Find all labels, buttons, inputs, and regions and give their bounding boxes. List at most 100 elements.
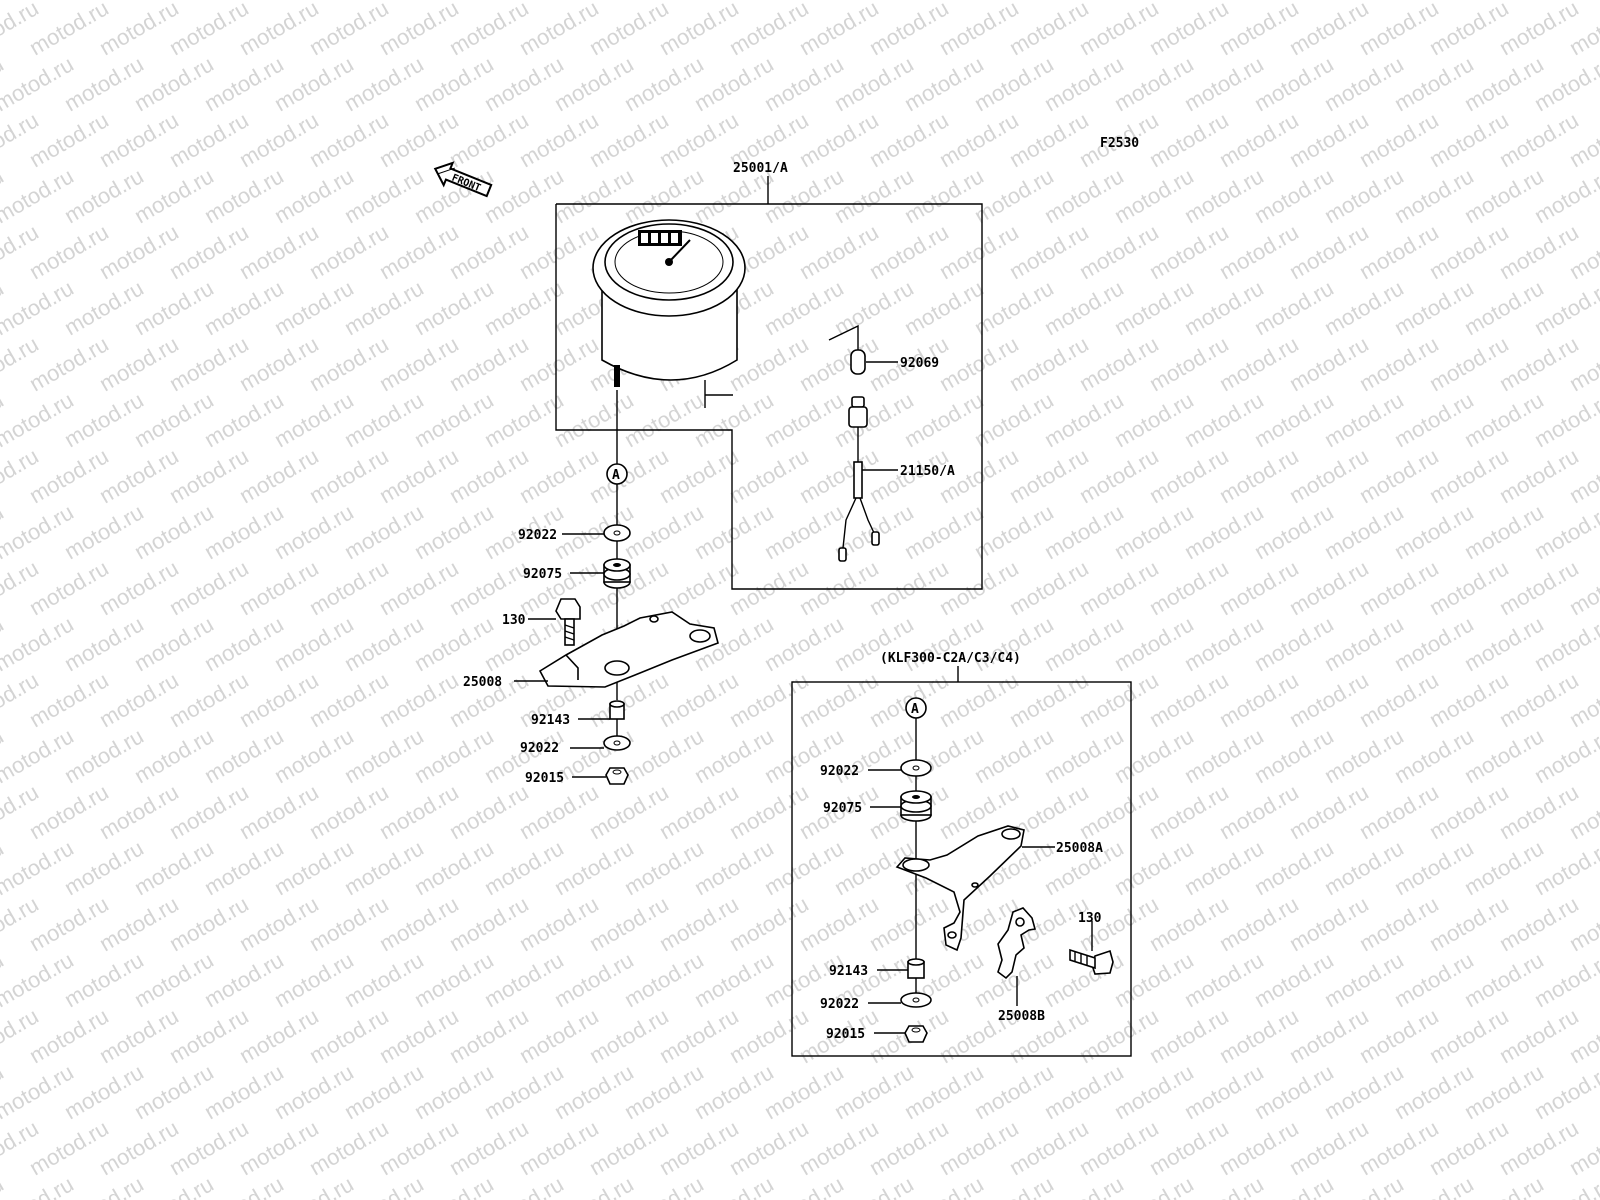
watermark-text: motod.ru <box>1285 667 1373 732</box>
watermark-text: motod.ru <box>60 163 148 228</box>
watermark-text: motod.ru <box>1180 499 1268 564</box>
variant-assembly-frame <box>791 681 1132 1057</box>
watermark-text: motod.ru <box>375 1003 463 1068</box>
watermark-text: motod.ru <box>200 947 288 1012</box>
main-assembly-frame <box>555 203 983 590</box>
watermark-text: motod.ru <box>795 667 883 732</box>
watermark-text: motod.ru <box>1145 891 1233 956</box>
watermark-text: motod.ru <box>655 891 743 956</box>
watermark-text: motod.ru <box>95 331 183 396</box>
watermark-text: motod.ru <box>690 499 778 564</box>
watermark-text: motod.ru <box>340 947 428 1012</box>
watermark-text: motod.ru <box>235 1003 323 1068</box>
watermark-text: motod.ru <box>305 891 393 956</box>
watermark-text: motod.ru <box>1285 107 1373 172</box>
bracket-icon <box>538 611 719 688</box>
watermark-text: motod.ru <box>130 611 218 676</box>
watermark-text: motod.ru <box>760 275 848 340</box>
watermark-text: motod.ru <box>25 107 113 172</box>
watermark-text: motod.ru <box>655 443 743 508</box>
variant-label-bolt: 130 <box>1078 911 1102 926</box>
watermark-text: motod.ru <box>585 1115 673 1180</box>
watermark-text: motod.ru <box>95 219 183 284</box>
watermark-text: motod.ru <box>200 835 288 900</box>
watermark-text: motod.ru <box>690 387 778 452</box>
watermark-text: motod.ru <box>1355 219 1443 284</box>
watermark-text: motod.ru <box>1005 1115 1093 1180</box>
watermark-text: motod.ru <box>1320 947 1408 1012</box>
watermark-text: motod.ru <box>725 667 813 732</box>
watermark-text: motod.ru <box>970 387 1058 452</box>
watermark-text: motod.ru <box>970 611 1058 676</box>
watermark-text: motod.ru <box>1495 1115 1583 1180</box>
watermark-text: motod.ru <box>1355 331 1443 396</box>
watermark-text: motod.ru <box>1250 275 1338 340</box>
watermark-text: motod.ru <box>1110 611 1198 676</box>
watermark-text: motod.ru <box>480 51 568 116</box>
watermark-text: motod.ru <box>165 555 253 620</box>
watermark-text: motod.ru <box>305 107 393 172</box>
watermark-text: motod.ru <box>1075 1003 1163 1068</box>
watermark-text: motod.ru <box>25 891 113 956</box>
watermark-text: motod.ru <box>1215 555 1303 620</box>
watermark-text: motod.ru <box>445 443 533 508</box>
watermark-text: motod.ru <box>480 163 568 228</box>
watermark-text: motod.ru <box>445 107 533 172</box>
watermark-text: motod.ru <box>235 0 323 60</box>
washer-icon <box>603 524 631 542</box>
watermark-text: motod.ru <box>165 667 253 732</box>
watermark-text: motod.ru <box>1110 387 1198 452</box>
watermark-text: motod.ru <box>1110 723 1198 788</box>
watermark-text: motod.ru <box>1355 107 1443 172</box>
watermark-text: motod.ru <box>1425 555 1513 620</box>
watermark-text: motod.ru <box>1075 1115 1163 1180</box>
watermark-text: motod.ru <box>725 443 813 508</box>
watermark-text: motod.ru <box>1180 611 1268 676</box>
watermark-text: motod.ru <box>515 0 603 60</box>
watermark-text: motod.ru <box>340 611 428 676</box>
watermark-text: motod.ru <box>165 891 253 956</box>
watermark-text: motod.ru <box>1075 667 1163 732</box>
watermark-text: motod.ru <box>410 387 498 452</box>
watermark-text: motod.ru <box>760 387 848 452</box>
watermark-text: motod.ru <box>900 275 988 340</box>
watermark-text: motod.ru <box>235 555 323 620</box>
watermark-text: motod.ru <box>305 779 393 844</box>
watermark-text: motod.ru <box>550 387 638 452</box>
watermark-text: motod.ru <box>1180 947 1268 1012</box>
watermark-text: motod.ru <box>1425 667 1513 732</box>
watermark-text: motod.ru <box>725 1115 813 1180</box>
watermark-text: motod.ru <box>1040 499 1128 564</box>
watermark-text: motod.ru <box>95 667 183 732</box>
watermark-text: motod.ru <box>165 219 253 284</box>
watermark-text: motod.ru <box>1250 611 1338 676</box>
watermark-text: motod.ru <box>1005 219 1093 284</box>
watermark-text: motod.ru <box>1215 107 1303 172</box>
watermark-text: motod.ru <box>1425 331 1513 396</box>
watermark-text: motod.ru <box>270 835 358 900</box>
watermark-text: motod.ru <box>795 219 883 284</box>
watermark-text: motod.ru <box>25 331 113 396</box>
watermark-text: motod.ru <box>900 723 988 788</box>
watermark-text: motod.ru <box>1145 779 1233 844</box>
variant-label-washer-bottom: 92022 <box>820 997 859 1012</box>
watermark-text: motod.ru <box>1075 0 1163 60</box>
watermark-text: motod.ru <box>1320 51 1408 116</box>
watermark-text: motod.ru <box>1215 0 1303 60</box>
watermark-text: motod.ru <box>1005 331 1093 396</box>
watermark-text: motod.ru <box>1495 0 1583 60</box>
watermark-text: motod.ru <box>60 835 148 900</box>
watermark-text: motod.ru <box>270 611 358 676</box>
watermark-text: motod.ru <box>375 555 463 620</box>
watermark-text: motod.ru <box>235 331 323 396</box>
watermark-text: motod.ru <box>1320 499 1408 564</box>
watermark-text: motod.ru <box>1040 163 1128 228</box>
watermark-text: motod.ru <box>935 107 1023 172</box>
watermark-text: motod.ru <box>830 387 918 452</box>
watermark-text: motod.ru <box>1460 947 1548 1012</box>
watermark-text: motod.ru <box>795 443 883 508</box>
watermark-text: motod.ru <box>935 0 1023 60</box>
watermark-text: motod.ru <box>1390 275 1478 340</box>
watermark-text: motod.ru <box>690 723 778 788</box>
watermark-text: motod.ru <box>760 611 848 676</box>
